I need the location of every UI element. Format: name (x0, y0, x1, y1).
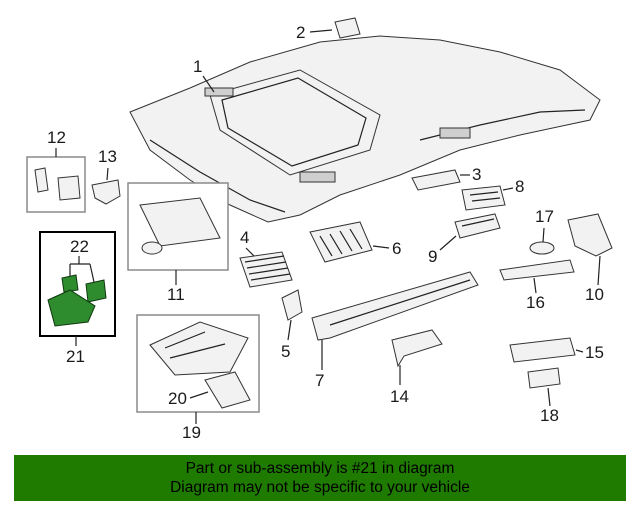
callout-4: 4 (240, 228, 249, 247)
callout-7: 7 (315, 371, 324, 390)
callout-17: 17 (535, 207, 554, 226)
rail-part-7 (311, 271, 479, 341)
bracket-part-8 (461, 185, 506, 211)
callout-11: 11 (167, 285, 185, 304)
vent-part-6 (309, 221, 373, 263)
callout-9: 9 (428, 247, 437, 266)
callout-16: 16 (526, 293, 545, 312)
grab-handle-part-14 (391, 329, 443, 368)
lamp-part-21 (47, 274, 107, 327)
bracket-part-5 (281, 289, 303, 321)
bracket-part-10 (567, 213, 613, 257)
callout-14: 14 (390, 387, 409, 406)
callout-20: 20 (168, 389, 187, 408)
handle-part-15 (509, 337, 576, 363)
headliner-part (129, 35, 601, 223)
callout-19: 19 (182, 423, 201, 442)
callout-18: 18 (540, 406, 559, 425)
callout-1: 1 (193, 57, 202, 76)
info-banner: Part or sub-assembly is #21 in diagram D… (14, 455, 626, 501)
clip-part-3 (411, 169, 461, 191)
callout-3: 3 (472, 165, 481, 184)
sun-visor-part-11 (139, 197, 221, 255)
bracket-part-9 (454, 213, 501, 239)
callout-8: 8 (515, 177, 524, 196)
callout-5: 5 (281, 342, 290, 361)
banner-line-2: Diagram may not be specific to your vehi… (170, 479, 470, 496)
callout-10: 10 (585, 285, 604, 304)
cap-part-18 (527, 367, 561, 389)
console-part-19 (149, 321, 251, 409)
parts-diagram: 1 2 3 8 9 6 4 5 (26, 17, 613, 442)
banner-line-1: Part or sub-assembly is #21 in diagram (185, 460, 455, 477)
pad-part (334, 17, 361, 39)
grommet-part-17 (529, 241, 555, 255)
callout-22: 22 (70, 237, 89, 256)
callout-2: 2 (296, 23, 305, 42)
callout-15: 15 (585, 343, 604, 362)
callout-6: 6 (392, 239, 401, 258)
filter-part-4 (239, 251, 293, 288)
callout-13: 13 (98, 147, 117, 166)
callout-21: 21 (66, 347, 85, 366)
clips-part-12 (34, 167, 81, 201)
bracket-part-16 (499, 259, 575, 281)
clip-part-13 (91, 179, 121, 205)
callout-12: 12 (47, 128, 66, 147)
